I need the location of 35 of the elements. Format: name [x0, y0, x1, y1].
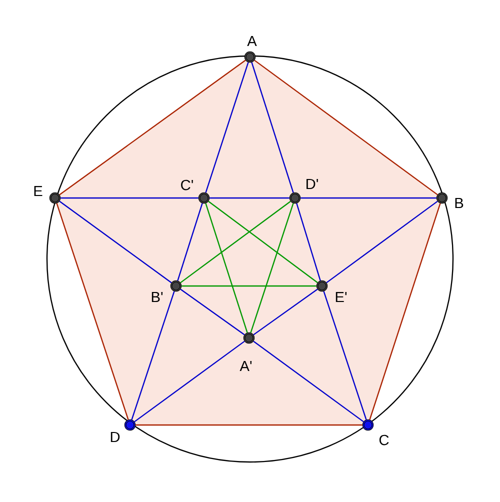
line-segment: [136, 424, 362, 426]
point-label: E': [336, 292, 347, 302]
line-segment: [59, 60, 246, 196]
line-segment: [205, 62, 249, 193]
point-label: D: [110, 432, 120, 442]
line-segment: [251, 62, 294, 193]
line-segment: [177, 203, 203, 281]
line-segment: [253, 288, 318, 336]
point-label: A: [247, 36, 257, 46]
line-segment: [326, 200, 438, 284]
point-label: B: [455, 198, 464, 208]
line-segment: [182, 285, 316, 287]
line-segment: [59, 200, 172, 284]
point-label: C: [379, 434, 389, 446]
line-segment: [323, 291, 367, 420]
line-segment: [210, 197, 290, 199]
line-segment: [180, 200, 291, 284]
line-segment: [60, 197, 198, 199]
line-segment: [180, 288, 245, 336]
point-label: B': [152, 292, 163, 302]
line-segment: [296, 203, 321, 281]
point-label: A': [240, 360, 252, 372]
line-segment: [208, 200, 318, 284]
point-label: D': [306, 178, 318, 190]
line-segment: [131, 291, 175, 420]
line-segment: [56, 203, 129, 420]
point-label: E: [34, 186, 42, 196]
point-label: C': [181, 180, 193, 190]
line-segment: [250, 203, 294, 333]
line-segment: [134, 340, 245, 422]
line-segment: [205, 203, 248, 333]
line-segment: [254, 60, 438, 196]
line-segment: [253, 340, 364, 422]
line-segment: [300, 197, 436, 199]
line-segment: [369, 203, 441, 420]
